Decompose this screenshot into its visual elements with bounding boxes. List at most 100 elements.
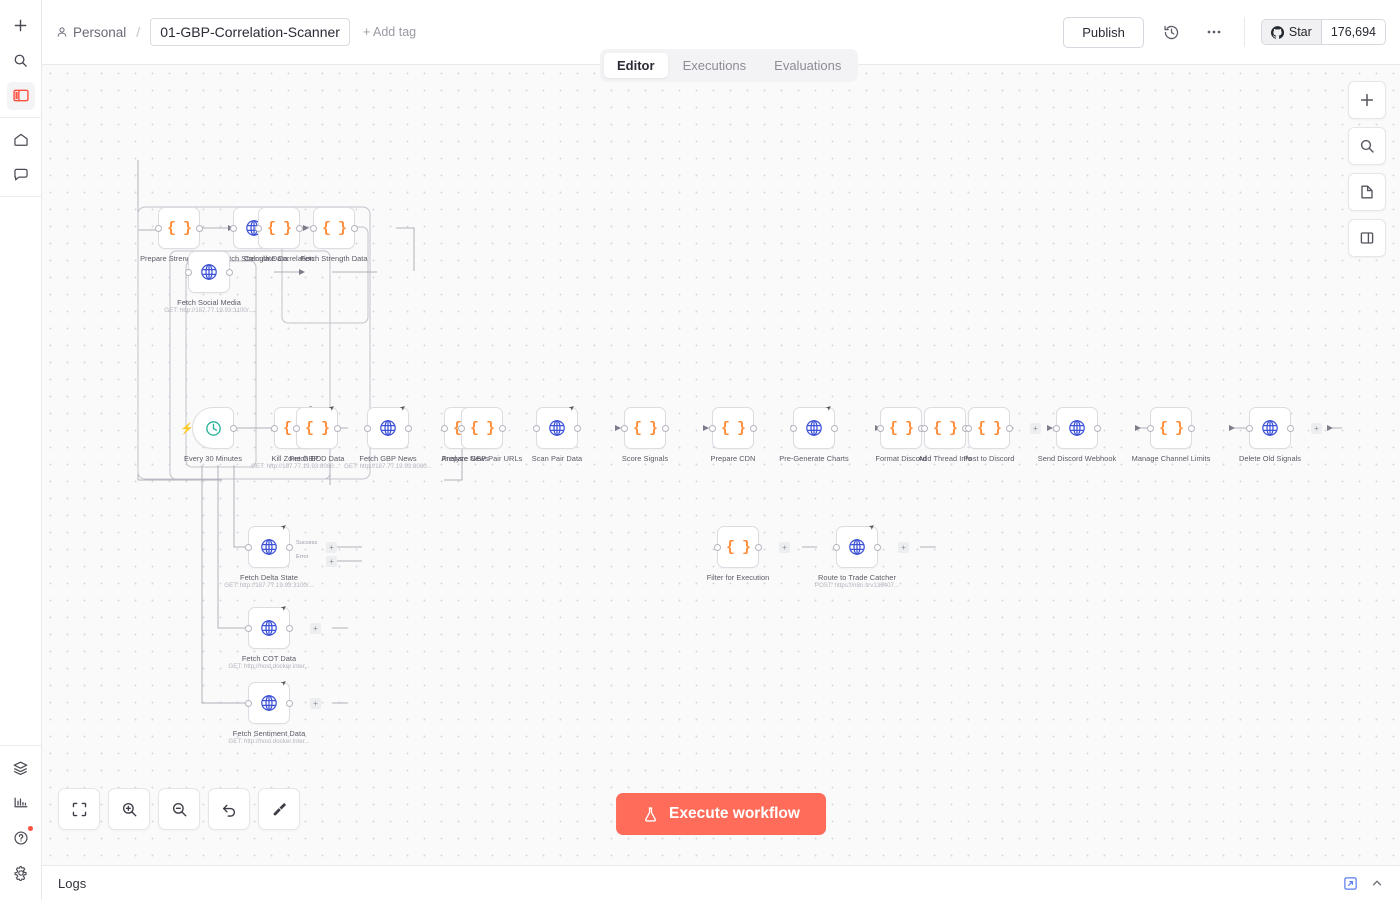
node-input-port[interactable] bbox=[533, 424, 540, 432]
sticky-note-button[interactable] bbox=[1348, 173, 1386, 211]
node-input-port[interactable] bbox=[877, 424, 884, 432]
node-input-port[interactable] bbox=[245, 624, 252, 632]
node-every-30-minutes[interactable]: ⚡Every 30 Minutes bbox=[180, 407, 242, 463]
reset-zoom-button[interactable] bbox=[208, 788, 250, 830]
node-output-port[interactable] bbox=[334, 424, 341, 432]
node-output-port[interactable] bbox=[755, 543, 762, 551]
node-box-pre-generate-charts[interactable]: ➤ bbox=[790, 404, 838, 449]
node-input-port[interactable] bbox=[245, 543, 252, 551]
node-box-filter-for-execution[interactable]: { } bbox=[714, 526, 762, 568]
add-node-stub[interactable]: + bbox=[326, 542, 337, 553]
node-box-prepare-cdn[interactable]: { } bbox=[709, 407, 757, 449]
templates-icon[interactable] bbox=[7, 754, 35, 782]
node-box-scan-pair-data[interactable]: ➤ bbox=[533, 404, 581, 449]
node-input-port[interactable] bbox=[155, 224, 162, 232]
tab-executions[interactable]: Executions bbox=[682, 58, 747, 73]
zoom-to-fit-button[interactable] bbox=[58, 788, 100, 830]
github-star-widget[interactable]: Star 176,694 bbox=[1260, 19, 1386, 45]
node-box-fetch-strength-data-b[interactable]: { } bbox=[310, 207, 358, 249]
node-input-port[interactable] bbox=[790, 424, 797, 432]
node-input-port[interactable] bbox=[458, 424, 465, 432]
node-input-port[interactable] bbox=[921, 424, 928, 432]
node-input-port[interactable] bbox=[1053, 424, 1060, 432]
node-output-port[interactable] bbox=[351, 224, 358, 232]
node-output-port[interactable] bbox=[286, 699, 293, 707]
node-input-port[interactable] bbox=[230, 224, 237, 232]
add-node-button[interactable] bbox=[1348, 81, 1386, 119]
execute-workflow-button[interactable]: Execute workflow bbox=[616, 793, 826, 835]
chat-icon[interactable] bbox=[7, 161, 35, 189]
github-star-button[interactable]: Star bbox=[1261, 20, 1322, 44]
node-box-prepare-gbp-pair-urls[interactable]: { } bbox=[458, 407, 506, 449]
node-box-every-30-minutes[interactable]: ⚡ bbox=[180, 407, 237, 449]
add-node-stub[interactable]: + bbox=[898, 541, 909, 553]
more-options-icon[interactable] bbox=[1200, 18, 1228, 46]
node-output-port[interactable] bbox=[1188, 424, 1195, 432]
node-box-calculate-correlation[interactable]: { } bbox=[255, 207, 303, 249]
node-output-port[interactable] bbox=[286, 624, 293, 632]
chevron-up-icon[interactable] bbox=[1370, 876, 1384, 890]
node-box-send-discord-webhook[interactable] bbox=[1053, 407, 1101, 449]
insights-icon[interactable] bbox=[7, 789, 35, 817]
node-input-port[interactable] bbox=[714, 543, 721, 551]
node-pre-generate-charts[interactable]: ➤Pre-Generate Charts bbox=[779, 404, 849, 463]
node-filter-for-execution[interactable]: { }Filter for Execution+ bbox=[707, 526, 790, 582]
node-box-delete-old-signals[interactable] bbox=[1246, 407, 1294, 449]
node-box-fetch-social-media[interactable] bbox=[185, 251, 233, 293]
home-icon[interactable] bbox=[7, 126, 35, 154]
node-manage-channel-limits[interactable]: { }Manage Channel Limits bbox=[1132, 407, 1210, 463]
expand-icon[interactable] bbox=[1343, 876, 1358, 891]
overview-panel-icon[interactable] bbox=[6, 81, 35, 110]
node-score-signals[interactable]: { }Score Signals bbox=[621, 407, 669, 463]
node-input-port[interactable] bbox=[1246, 424, 1253, 432]
tab-editor[interactable]: Editor bbox=[604, 53, 668, 78]
node-output-port[interactable] bbox=[405, 424, 412, 432]
tidy-up-button[interactable] bbox=[258, 788, 300, 830]
node-box-manage-channel-limits[interactable]: { } bbox=[1147, 407, 1195, 449]
node-box-post-to-discord[interactable]: { } bbox=[965, 407, 1013, 449]
node-input-port[interactable] bbox=[364, 424, 371, 432]
history-icon[interactable] bbox=[1158, 18, 1186, 46]
add-node-stub[interactable]: + bbox=[310, 622, 321, 634]
node-input-port[interactable] bbox=[310, 224, 317, 232]
node-format-discord[interactable]: { }Format Discord bbox=[875, 407, 927, 463]
node-prepare-strength-urls[interactable]: { }Prepare Strength URLs bbox=[140, 207, 218, 263]
node-output-port[interactable] bbox=[226, 268, 233, 276]
node-input-port[interactable] bbox=[1147, 424, 1154, 432]
node-input-port[interactable] bbox=[255, 224, 262, 232]
node-add-thread-info[interactable]: { }Add Thread Info bbox=[918, 407, 972, 463]
node-output-port[interactable] bbox=[750, 424, 757, 432]
node-box-fetch-eod-data[interactable]: { }➤ bbox=[293, 404, 341, 449]
help-icon[interactable] bbox=[7, 824, 35, 852]
add-node-stub[interactable]: + bbox=[779, 541, 790, 553]
node-output-port[interactable] bbox=[831, 424, 838, 432]
node-input-port[interactable] bbox=[245, 699, 252, 707]
node-post-to-discord[interactable]: { }Post to Discord+ bbox=[964, 407, 1041, 463]
add-node-stub[interactable]: + bbox=[1030, 422, 1041, 434]
settings-icon[interactable] bbox=[7, 859, 35, 887]
tab-evaluations[interactable]: Evaluations bbox=[774, 58, 842, 73]
add-tag-button[interactable]: + Add tag bbox=[362, 25, 417, 39]
node-output-port[interactable] bbox=[230, 424, 237, 432]
node-fetch-eod-data[interactable]: { }➤Fetch EOD Data bbox=[290, 404, 345, 463]
node-output-port[interactable] bbox=[499, 424, 506, 432]
node-prepare-cdn[interactable]: { }Prepare CDN bbox=[709, 407, 757, 463]
node-input-port[interactable] bbox=[833, 543, 840, 551]
node-output-port[interactable] bbox=[1006, 424, 1013, 432]
zoom-in-button[interactable] bbox=[108, 788, 150, 830]
node-fetch-strength-data-b[interactable]: { }Fetch Strength Data bbox=[300, 207, 367, 263]
search-icon[interactable] bbox=[7, 47, 35, 75]
node-output-port[interactable] bbox=[1094, 424, 1101, 432]
node-scan-pair-data[interactable]: ➤Scan Pair Data bbox=[532, 404, 582, 463]
node-box-fetch-gbp-news[interactable]: ➤ bbox=[364, 404, 412, 449]
node-output-port[interactable] bbox=[196, 224, 203, 232]
node-output-port[interactable] bbox=[286, 543, 293, 551]
node-input-port[interactable] bbox=[441, 424, 448, 432]
node-calculate-correlation[interactable]: { }Calculate Correlation bbox=[244, 207, 314, 263]
toggle-panel-button[interactable] bbox=[1348, 219, 1386, 257]
